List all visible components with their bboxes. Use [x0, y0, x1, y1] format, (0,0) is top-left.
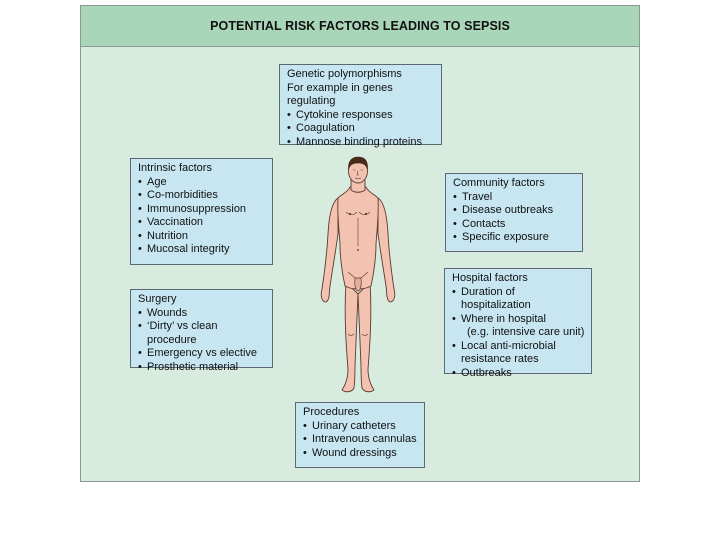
list-item: Wounds — [138, 307, 266, 321]
list-item: Duration of hospitalization — [452, 286, 585, 313]
list-item: Co-morbidities — [138, 189, 266, 203]
intrinsic-title: Intrinsic factors — [138, 162, 212, 174]
list-item: ‘Dirty’ vs clean procedure — [138, 320, 266, 347]
list-item: Mannose binding proteins — [287, 136, 435, 150]
list-item: Intravenous cannulas — [303, 433, 418, 447]
intrinsic-factors-box: Intrinsic factors Age Co-morbidities Imm… — [130, 158, 273, 265]
diagram-panel: POTENTIAL RISK FACTORS LEADING TO SEPSIS… — [80, 5, 640, 482]
list-item: Mucosal integrity — [138, 243, 266, 257]
list-item: Immunosuppression — [138, 203, 266, 217]
list-item: Specific exposure — [453, 231, 576, 245]
list-item: Local anti-microbial — [452, 340, 585, 354]
list-item-continuation: (e.g. intensive care unit) — [467, 326, 585, 338]
genetic-polymorphisms-box: Genetic polymorphisms For example in gen… — [279, 64, 442, 149]
diagram-title: POTENTIAL RISK FACTORS LEADING TO SEPSIS — [81, 6, 639, 47]
community-factors-box: Community factors Travel Disease outbrea… — [445, 173, 583, 252]
genetic-intro: For example in genes regulating — [287, 81, 393, 108]
list-item: Age — [138, 176, 266, 190]
community-title: Community factors — [453, 177, 545, 189]
hospital-list: Duration of hospitalization Where in hos… — [452, 286, 585, 381]
community-list: Travel Disease outbreaks Contacts Specif… — [453, 191, 576, 245]
surgery-list: Wounds ‘Dirty’ vs clean procedure Emerge… — [138, 307, 266, 375]
procedures-box: Procedures Urinary catheters Intravenous… — [295, 402, 425, 468]
intrinsic-list: Age Co-morbidities Immunosuppression Vac… — [138, 176, 266, 257]
list-item: Nutrition — [138, 230, 266, 244]
genetic-title: Genetic polymorphisms — [287, 68, 402, 80]
procedures-list: Urinary catheters Intravenous cannulas W… — [303, 420, 418, 461]
hospital-factors-box: Hospital factors Duration of hospitaliza… — [444, 268, 592, 380]
list-item: Outbreaks — [452, 367, 585, 381]
hospital-title: Hospital factors — [452, 272, 528, 284]
list-item: Prosthetic material — [138, 361, 266, 375]
surgery-title: Surgery — [138, 293, 177, 305]
list-item: Contacts — [453, 218, 576, 232]
list-item: Coagulation — [287, 122, 435, 136]
surgery-box: Surgery Wounds ‘Dirty’ vs clean procedur… — [130, 289, 273, 374]
procedures-title: Procedures — [303, 406, 360, 418]
list-item: Travel — [453, 191, 576, 205]
list-item: Disease outbreaks — [453, 204, 576, 218]
list-item-continuation: resistance rates — [461, 353, 539, 365]
list-item: Wound dressings — [303, 447, 418, 461]
list-item: Vaccination — [138, 216, 266, 230]
list-item: Emergency vs elective — [138, 347, 266, 361]
list-item: Urinary catheters — [303, 420, 418, 434]
list-item: Where in hospital — [452, 313, 585, 327]
genetic-list: Cytokine responses Coagulation Mannose b… — [287, 109, 435, 150]
list-item: Cytokine responses — [287, 109, 435, 123]
human-body-figure — [320, 156, 396, 393]
